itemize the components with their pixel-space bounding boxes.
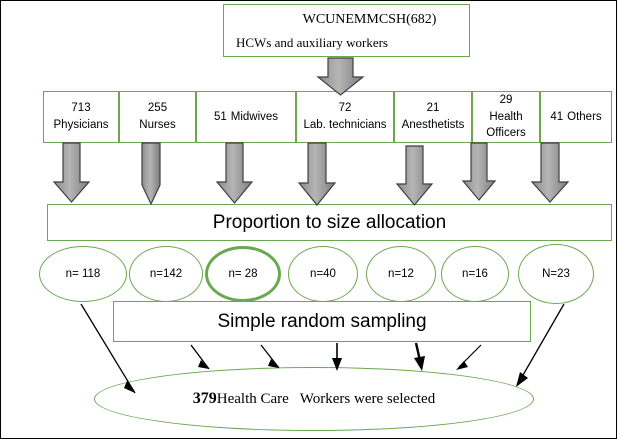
category-label: Lab. technicians — [303, 119, 387, 131]
sample-size-label: n=12 — [388, 268, 414, 280]
category-count: 29 — [499, 94, 513, 106]
category-count: 255 — [147, 102, 168, 115]
arrow-category-to-allocation-7 — [530, 142, 570, 203]
sample-ellipse-lab-technicians: n=40 — [288, 246, 358, 302]
category-label: Others — [567, 110, 602, 123]
arrow-category-to-allocation-6 — [461, 142, 497, 201]
sample-ellipse-anesthetists: n=12 — [366, 246, 436, 302]
sample-size-label: n=40 — [310, 268, 336, 280]
category-box-others: 41 Others — [540, 91, 612, 143]
sample-size-label: n=142 — [149, 268, 183, 280]
sample-size-label: n= 28 — [228, 268, 258, 280]
result-label: Health Care Workers were selected — [216, 390, 436, 407]
category-label: Nurses — [139, 119, 176, 131]
study-population-box: WCUNEMMCSH(682) HCWs and auxiliary worke… — [223, 4, 470, 57]
category-box-midwives: 51 Midwives — [196, 91, 296, 143]
category-count: 41 — [550, 110, 564, 123]
arrow-category-to-allocation-2 — [141, 142, 161, 206]
category-box-health-officers: 29 Health Officers — [472, 91, 540, 143]
arrow-population-to-categories — [316, 57, 365, 96]
arrow-sampling-to-result-2 — [190, 344, 210, 370]
category-count: 21 — [426, 102, 440, 115]
sample-size-label: N=23 — [542, 268, 570, 280]
sample-ellipse-midwives: n= 28 — [205, 246, 281, 302]
sample-ellipse-physicians: n= 118 — [39, 246, 127, 302]
arrow-category-to-allocation-4 — [297, 142, 337, 206]
arrow-sampling-to-result-5 — [414, 342, 425, 371]
sampling-banner-label: Simple random sampling — [217, 310, 427, 332]
category-count: 713 — [71, 102, 91, 115]
arrow-sampling-to-result-6 — [456, 344, 482, 370]
allocation-banner-label: Proportion to size allocation — [212, 211, 447, 233]
category-count: 51 — [213, 110, 227, 123]
category-label: Physicians — [53, 119, 109, 131]
sample-size-label: n= 118 — [65, 268, 101, 280]
category-count: 72 — [338, 102, 352, 115]
arrow-sampling-to-result-3 — [260, 344, 280, 369]
sample-ellipse-others: N=23 — [518, 244, 594, 304]
category-box-lab-technicians: 72 Lab. technicians — [296, 91, 394, 143]
sample-ellipse-nurses: n=142 — [129, 246, 203, 302]
category-box-anesthetists: 21 Anesthetists — [394, 91, 472, 143]
category-box-physicians: 713 Physicians — [43, 91, 119, 143]
arrow-category-to-allocation-5 — [395, 145, 434, 206]
category-label: Anesthetists — [401, 119, 465, 131]
sampling-banner: Simple random sampling — [113, 301, 531, 342]
result-count: 379 — [192, 390, 217, 407]
population-label: HCWs and auxiliary workers — [236, 35, 388, 50]
arrow-category-to-allocation-1 — [52, 142, 91, 203]
institution-label: WCUNEMMCSH(682) — [302, 12, 437, 27]
arrow-category-to-allocation-3 — [215, 142, 254, 204]
category-label: Midwives — [230, 110, 279, 123]
allocation-banner: Proportion to size allocation — [47, 204, 612, 241]
category-box-nurses: 255 Nurses — [119, 91, 196, 143]
sample-ellipse-health-officers: n=16 — [441, 246, 509, 302]
sample-size-label: n=16 — [462, 268, 488, 280]
category-label: Health Officers — [486, 110, 526, 140]
